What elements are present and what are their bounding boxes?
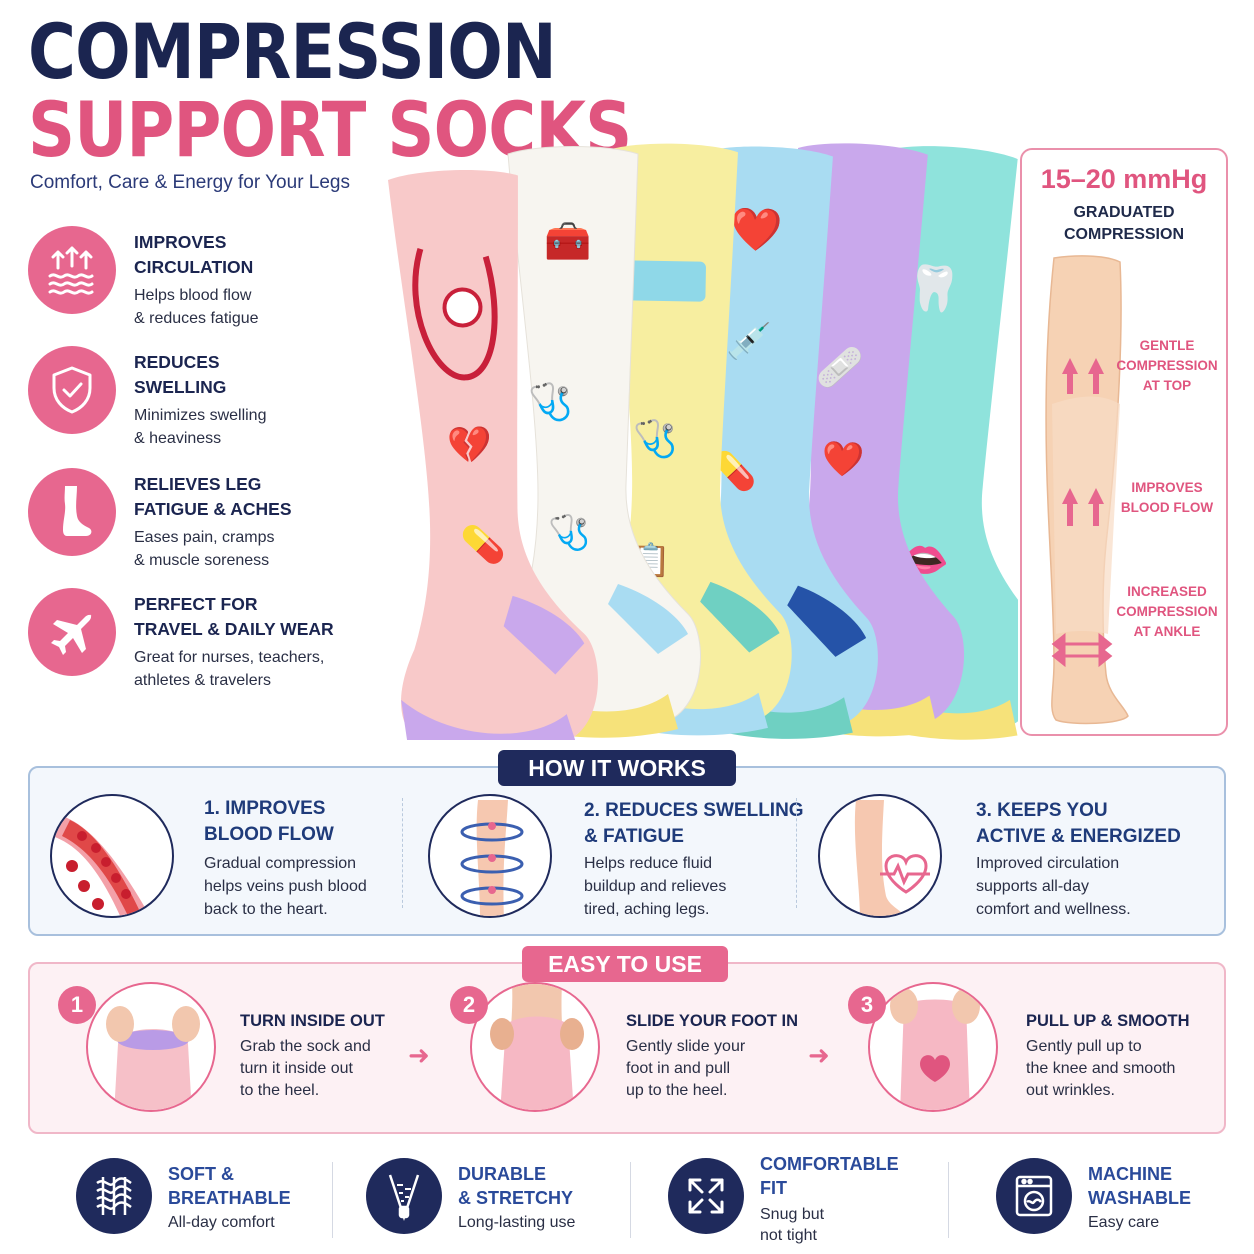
title-line-1: COMPRESSION [28,7,557,96]
divider [630,1162,631,1238]
benefit-swelling: REDUCES SWELLING Minimizes swelling & he… [28,346,358,456]
step-desc: Gently slide your foot in and pull up to… [626,1038,746,1099]
how-desc: Gradual compression helps veins push blo… [204,855,367,918]
compression-label: GRADUATED COMPRESSION [1063,204,1184,243]
mesh-icon [76,1158,152,1234]
compression-note-ankle: INCREASED COMPRESSION AT ANKLE [1116,584,1218,639]
arrow-right-icon: ➜ [808,1040,830,1070]
feature-durable: DURABLE & STRETCHY Long-lasting use [366,1150,616,1250]
how-item-3: 3. KEEPS YOU ACTIVE & ENERGIZED Improved… [818,768,1218,938]
easy-to-use-panel: 1 TURN INSIDE OUT Grab the sock and turn… [28,962,1226,1134]
how-it-works-panel: 1. IMPROVES BLOOD FLOW Gradual compressi… [28,766,1226,936]
how-desc: Helps reduce fluid buildup and relieves … [584,855,727,918]
stethoscope-icon [412,248,498,381]
benefit-fatigue: RELIEVES LEG FATIGUE & ACHES Eases pain,… [28,468,358,578]
compression-value: 15–20 mmHg [1040,164,1208,194]
feature-washable: MACHINE WASHABLE Easy care [996,1150,1226,1250]
tagline: Comfort, Care & Energy for Your Legs [30,172,350,193]
step-title: TURN INSIDE OUT [240,1012,385,1030]
how-item-2: 2. REDUCES SWELLING & FATIGUE Helps redu… [428,768,808,938]
step-3-number: 3 [848,986,886,1024]
first-aid-kit-icon: 🧰 [544,221,591,263]
benefit-desc: Minimizes swelling & heaviness [134,407,267,447]
step-2-illustration [470,982,600,1112]
leg-icon [28,468,116,556]
how-desc: Improved circulation supports all-day co… [976,855,1131,918]
airplane-icon [28,588,116,676]
feature-desc: Long-lasting use [458,1214,576,1231]
how-it-works-title: HOW IT WORKS [498,750,736,786]
feature-title: DURABLE & STRETCHY [458,1164,574,1208]
step-title: PULL UP & SMOOTH [1026,1012,1190,1030]
how-item-1: 1. IMPROVES BLOOD FLOW Gradual compressi… [50,768,410,938]
compression-note-middle: IMPROVES BLOOD FLOW [1120,480,1214,515]
compression-panel: 15–20 mmHg GRADUATED COMPRESSION GENTLE … [1020,148,1228,736]
easy-to-use-title: EASY TO USE [522,946,728,982]
how-title: 3. KEEPS YOU ACTIVE & ENERGIZED [976,800,1181,847]
feature-title: COMFORTABLE FIT [760,1154,899,1198]
step-desc: Grab the sock and turn it inside out to … [240,1038,371,1099]
step-1-number: 1 [58,986,96,1024]
medicine-bottle-icon: 💊 [460,522,506,567]
benefit-title: IMPROVES CIRCULATION [134,232,254,277]
expand-arrows-icon [668,1158,744,1234]
benefit-title: RELIEVES LEG FATIGUE & ACHES [134,474,292,519]
benefit-title: REDUCES SWELLING [134,352,227,397]
benefit-title: PERFECT FOR TRAVEL & DAILY WEAR [134,594,334,639]
zipper-icon [366,1158,442,1234]
divider [796,798,797,908]
step-3-illustration [868,982,998,1112]
benefit-desc: Helps blood flow & reduces fatigue [134,287,259,327]
divider [332,1162,333,1238]
step-title: SLIDE YOUR FOOT IN [626,1012,799,1030]
heart-ecg-icon: ❤️ [730,205,785,254]
feature-desc: Snug but not tight [760,1206,825,1244]
heart-icon: ❤️ [821,440,866,480]
how-title: 1. IMPROVES BLOOD FLOW [204,798,334,845]
stethoscope-icon: 🩺 [633,417,679,459]
feature-title: SOFT & BREATHABLE [168,1164,291,1208]
circulation-arrows-icon [28,226,116,314]
shield-check-icon [28,346,116,434]
step-1-illustration [86,982,216,1112]
socks-product-image: 🦷 👄 🩹 ❤️ ❤️ 💉 💊 🩺 📋 🧰 🩺 🩺 [382,140,1018,740]
benefit-desc: Eases pain, cramps & muscle soreness [134,529,275,569]
broken-heart-icon: 💔 [447,424,493,467]
benefit-circulation: IMPROVES CIRCULATION Helps blood flow & … [28,226,358,336]
divider [948,1162,949,1238]
face-mask-icon [625,260,706,302]
benefit-travel: PERFECT FOR TRAVEL & DAILY WEAR Great fo… [28,588,358,698]
step-desc: Gently pull up to the knee and smooth ou… [1026,1038,1176,1099]
step-2-number: 2 [450,986,488,1024]
how-title: 2. REDUCES SWELLING & FATIGUE [584,800,804,847]
feature-title: MACHINE WASHABLE [1088,1164,1191,1208]
arrow-right-icon: ➜ [408,1040,430,1070]
leg-swelling-illustration [428,794,552,918]
stethoscope-icon: 🩺 [528,381,573,422]
washing-machine-icon [996,1158,1072,1234]
compression-note-top: GENTLE COMPRESSION AT TOP [1116,338,1218,393]
feature-soft: SOFT & BREATHABLE All-day comfort [76,1150,316,1250]
benefit-desc: Great for nurses, teachers, athletes & t… [134,649,325,689]
feature-desc: Easy care [1088,1214,1160,1231]
bandage-icon: 🩹 [815,343,865,391]
leg-diagram [1045,255,1129,725]
active-leg-illustration [818,794,942,918]
feature-fit: COMFORTABLE FIT Snug but not tight [668,1150,928,1250]
feature-desc: All-day comfort [168,1214,275,1231]
stethoscope-icon: 🩺 [548,513,590,552]
divider [402,798,403,908]
vein-illustration [50,794,174,918]
syringe-icon: 💉 [726,320,772,363]
